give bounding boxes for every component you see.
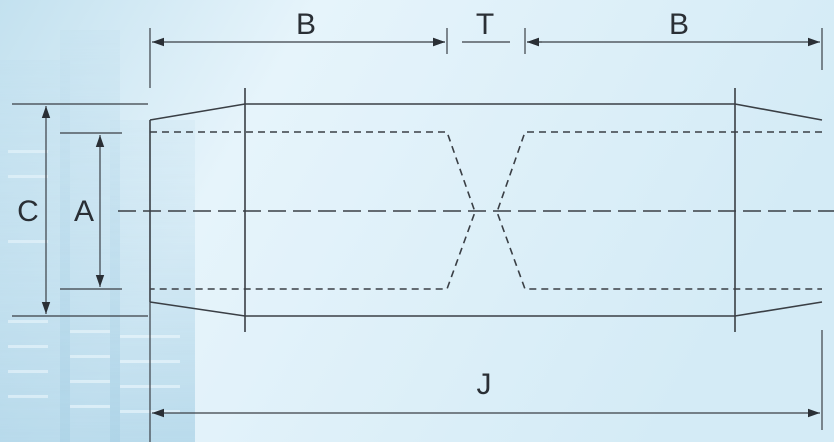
left-dimension-lines bbox=[12, 103, 148, 317]
connector-body bbox=[149, 88, 823, 332]
label-c: C bbox=[17, 195, 39, 228]
top-dimension-lines bbox=[149, 28, 823, 88]
label-b-left: B bbox=[296, 8, 316, 41]
label-a: A bbox=[74, 195, 94, 228]
inner-bore-hidden-lines bbox=[150, 131, 822, 290]
label-b-right: B bbox=[669, 8, 689, 41]
background-city-silhouette bbox=[0, 30, 195, 442]
label-j: J bbox=[477, 368, 492, 401]
label-t: T bbox=[476, 8, 494, 41]
bottom-dimension-line bbox=[149, 302, 823, 442]
